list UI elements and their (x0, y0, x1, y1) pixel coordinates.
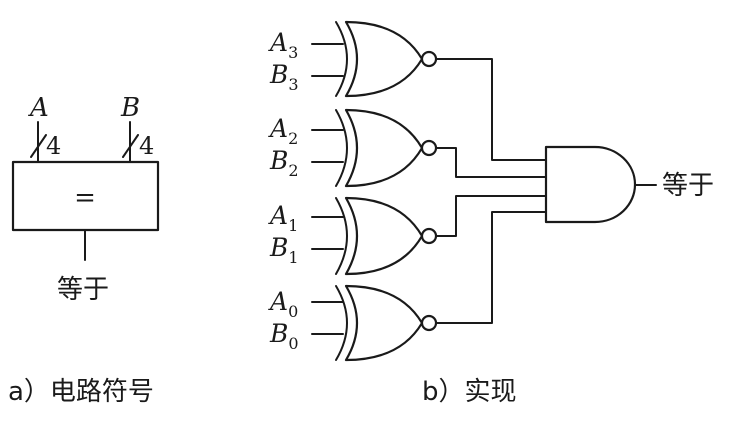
input-label-a3: A3 (268, 28, 298, 62)
input-label-a0: A0 (268, 287, 298, 321)
comparator-operator: = (74, 183, 96, 213)
xnor-bubble-3 (420, 50, 438, 68)
and-gate (544, 145, 637, 224)
xnor-bubble-0 (420, 314, 438, 332)
input-label-b0: B0 (269, 319, 299, 353)
input-label-b1: B1 (269, 233, 299, 267)
input-a-width: 4 (46, 132, 61, 160)
interconnect-wires (435, 58, 547, 324)
xnor-gate-2: A2 B2 (268, 108, 438, 188)
xnor-gate-3: A3 B3 (268, 20, 438, 98)
input-label-a1: A1 (268, 201, 298, 235)
input-b-label: B (120, 93, 140, 123)
input-a-label: A (28, 93, 49, 123)
xnor-bubble-2 (420, 139, 438, 157)
caption-symbol: a）电路符号 (8, 377, 154, 407)
input-label-a2: A2 (268, 114, 298, 148)
xnor-bubble-1 (420, 227, 438, 245)
comparator-implementation: A3 B3 A2 B2 A1 B1 (268, 20, 714, 362)
input-label-b3: B3 (269, 60, 299, 94)
input-b-width: 4 (139, 132, 154, 160)
xnor-gate-1: A1 B1 (268, 196, 438, 276)
comparator-symbol: A 4 B 4 = 等于 (11, 93, 160, 305)
caption-implementation: b）实现 (422, 377, 517, 407)
symbol-output-label: 等于 (57, 275, 109, 305)
input-a-width-slash (30, 134, 47, 158)
comparator-box (11, 160, 160, 232)
input-label-b2: B2 (269, 146, 299, 180)
input-b-width-slash (122, 134, 139, 158)
implementation-output-label: 等于 (662, 171, 714, 201)
xnor-gate-0: A0 B0 (268, 284, 438, 362)
